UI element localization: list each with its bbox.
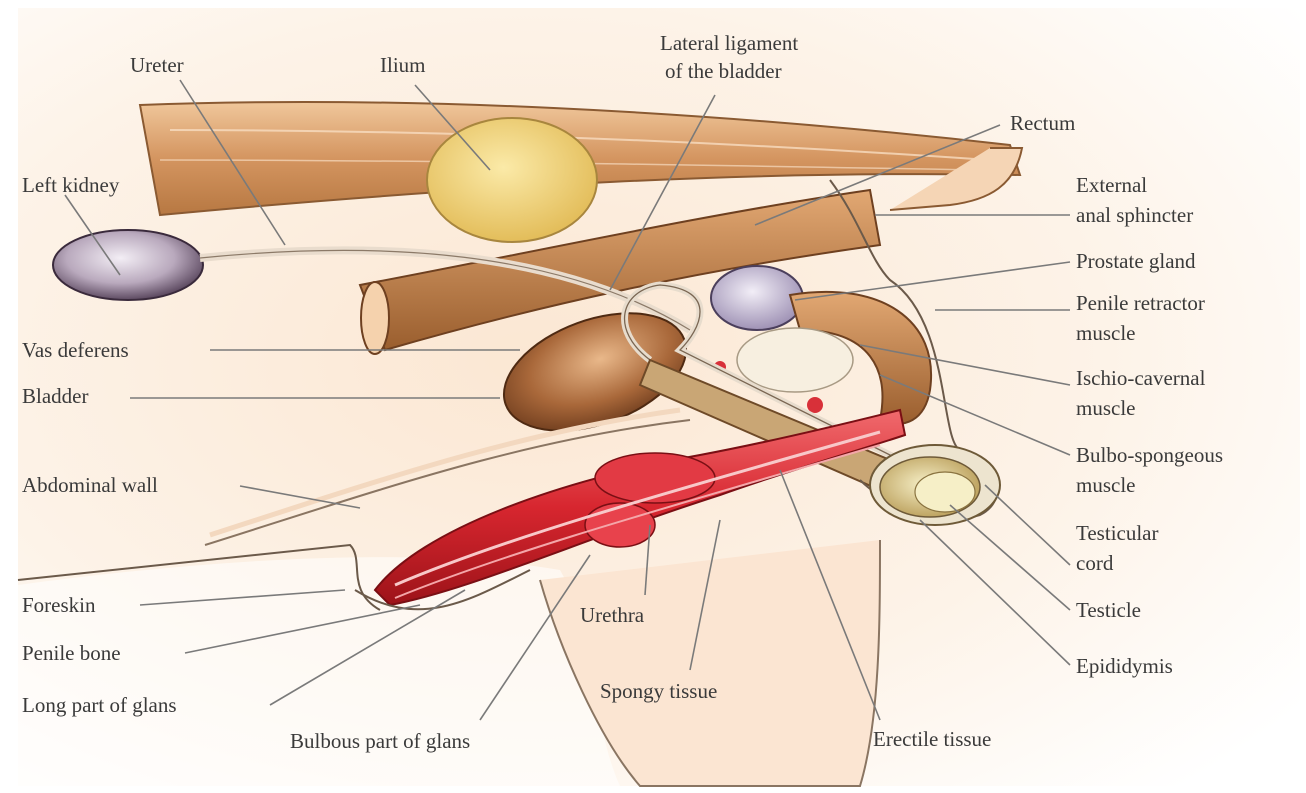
ilium-shape <box>427 118 597 242</box>
label-vas-deferens: Vas deferens <box>22 338 129 362</box>
label-bladder: Bladder <box>22 384 88 408</box>
label-ischio-1: Ischio-cavernal <box>1076 366 1206 390</box>
label-lateral-ligament-1: Lateral ligament <box>660 31 798 55</box>
prostate-shape <box>711 266 803 330</box>
label-penile-retractor-1: Penile retractor <box>1076 291 1205 315</box>
label-ilium: Ilium <box>380 53 426 77</box>
label-ischio-2: muscle <box>1076 396 1135 420</box>
testicle-shape <box>870 445 1000 525</box>
label-prostate: Prostate gland <box>1076 249 1196 273</box>
label-penile-bone: Penile bone <box>22 641 121 665</box>
label-epididymis: Epididymis <box>1076 654 1173 678</box>
label-rectum: Rectum <box>1010 111 1075 135</box>
label-erectile-tissue: Erectile tissue <box>873 727 991 751</box>
label-ureter: Ureter <box>130 53 184 77</box>
label-spongy-tissue: Spongy tissue <box>600 679 717 703</box>
label-abdominal-wall: Abdominal wall <box>22 473 158 497</box>
label-external-anal-2: anal sphincter <box>1076 203 1193 227</box>
label-penile-retractor-2: muscle <box>1076 321 1135 345</box>
label-urethra: Urethra <box>580 603 645 627</box>
label-testicular-cord-1: Testicular <box>1076 521 1159 545</box>
left-kidney-shape <box>53 230 203 300</box>
label-testicle: Testicle <box>1076 598 1141 622</box>
label-bulbo-2: muscle <box>1076 473 1135 497</box>
label-left-kidney: Left kidney <box>22 173 120 197</box>
label-bulbous-glans: Bulbous part of glans <box>290 729 470 753</box>
label-long-glans: Long part of glans <box>22 693 177 717</box>
label-foreskin: Foreskin <box>22 593 96 617</box>
label-external-anal-1: External <box>1076 173 1147 197</box>
label-lateral-ligament-2: of the bladder <box>665 59 782 83</box>
label-bulbo-1: Bulbo-spongeous <box>1076 443 1223 467</box>
label-testicular-cord-2: cord <box>1076 551 1114 575</box>
